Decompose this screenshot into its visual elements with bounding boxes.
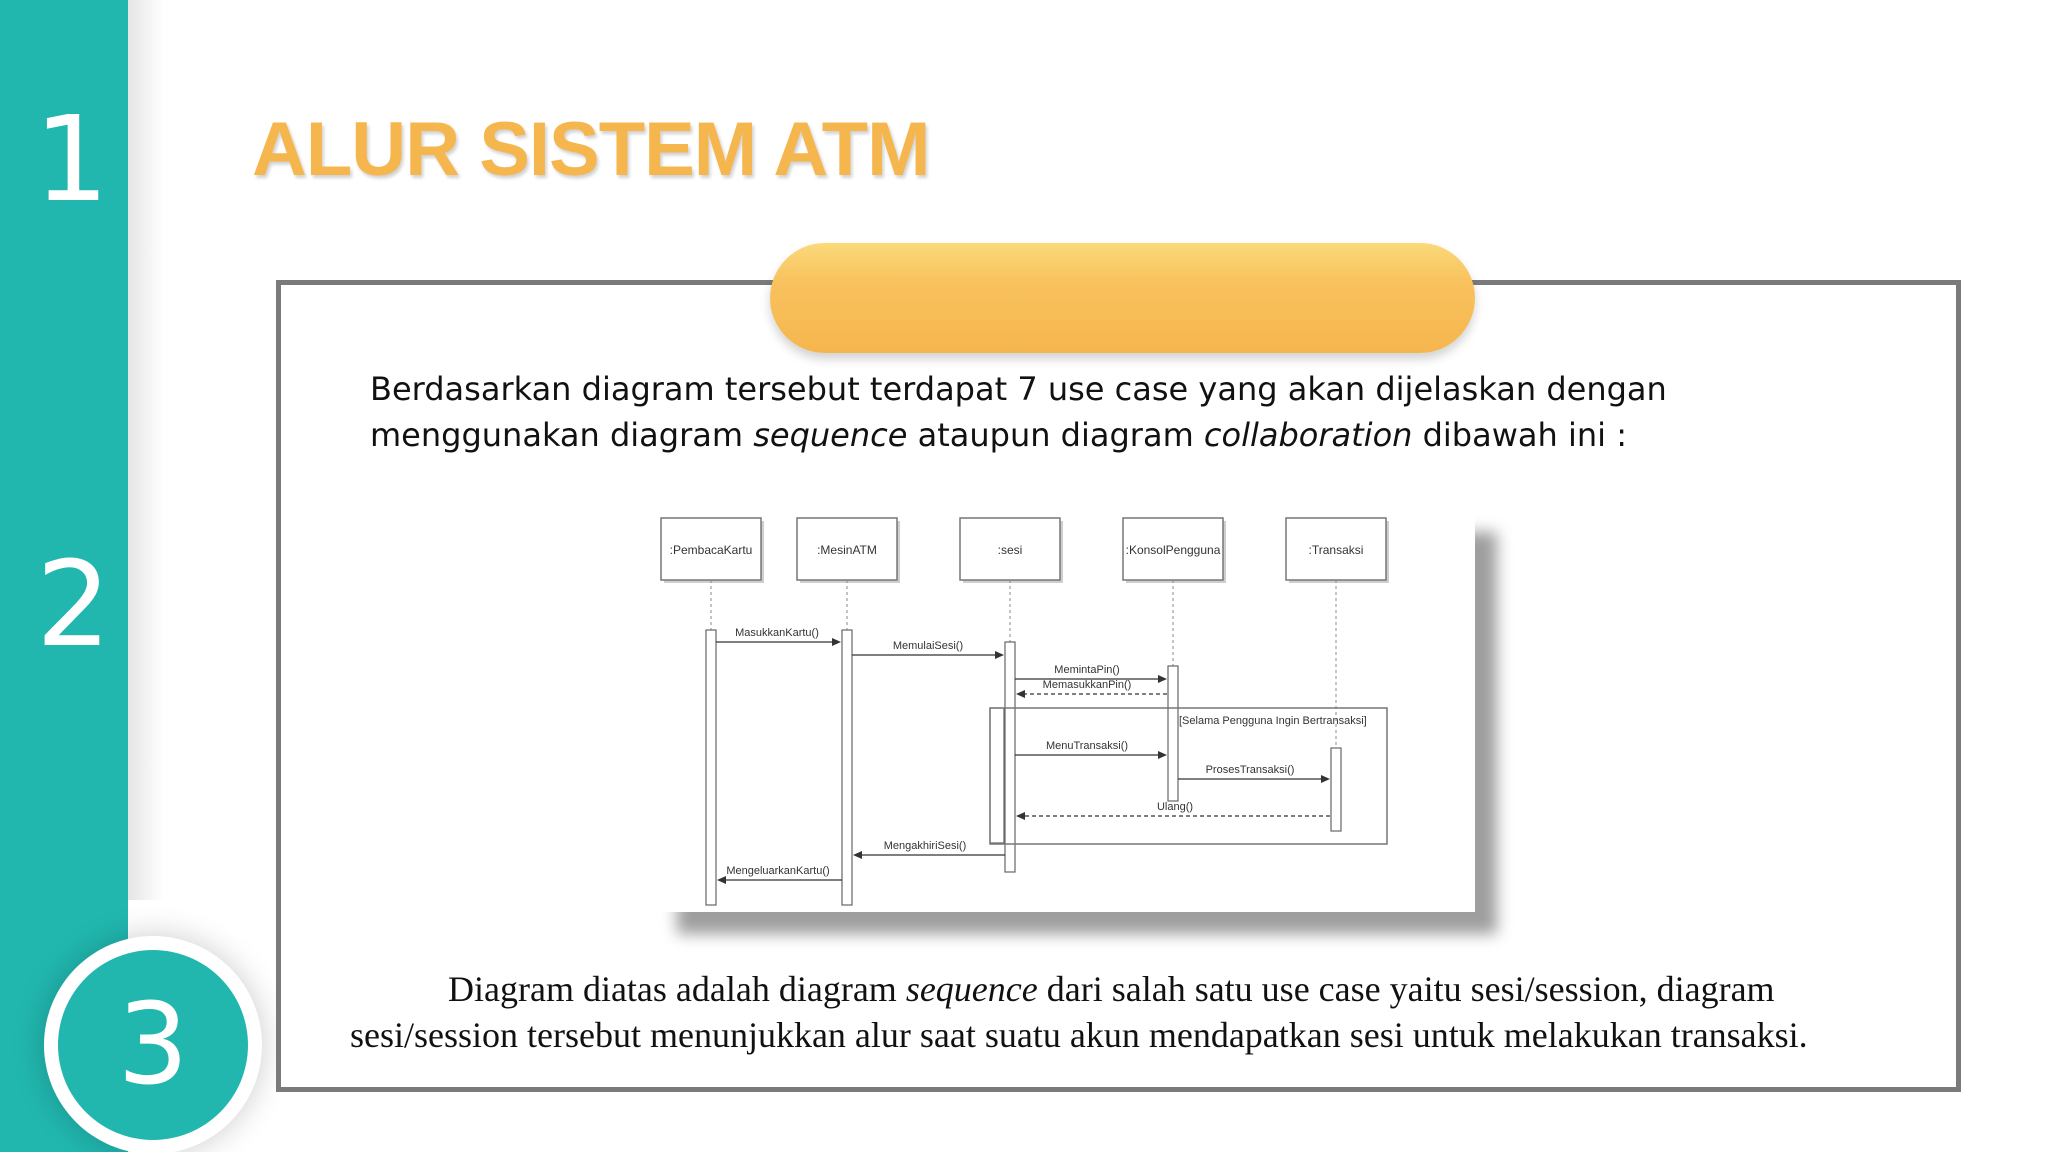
loop-fragment: [Selama Pengguna Ingin Bertransaksi] <box>989 707 1388 845</box>
message-mengeluarkankartu: MengeluarkanKartu() <box>717 865 842 884</box>
message-label: MengeluarkanKartu() <box>726 865 829 877</box>
message-memasukkanpin: MemasukkanPin() <box>1016 679 1167 698</box>
sequence-diagram: :PembacaKartu :MesinATM :sesi :KonsolPen… <box>660 517 1389 906</box>
intro-text-3: dibawah ini : <box>1412 416 1627 454</box>
nav-item-1[interactable]: 1 <box>34 90 110 228</box>
message-memintapin: MemintaPin() <box>1015 664 1167 683</box>
caption-text-2: dari salah satu use case yaitu sesi/sess… <box>350 969 1808 1055</box>
nav-item-2[interactable]: 2 <box>36 535 112 673</box>
message-label: MenuTransaksi() <box>1046 740 1128 752</box>
intro-emphasis-collaboration: collaboration <box>1203 416 1413 454</box>
title-pill-decoration <box>770 243 1475 353</box>
nav-item-3-label: 3 <box>117 980 189 1110</box>
message-label: ProsesTransaksi() <box>1206 764 1295 776</box>
intro-paragraph: Berdasarkan diagram tersebut terdapat 7 … <box>370 366 1900 458</box>
lifeline-konsolpengguna: :KonsolPengguna <box>1122 517 1226 666</box>
caption-text-1: Diagram diatas adalah diagram <box>448 969 906 1009</box>
activation-transaksi <box>1330 747 1342 832</box>
activation-pembacakartu <box>705 629 717 906</box>
message-label: MemasukkanPin() <box>1043 679 1132 691</box>
lifeline-pembacakartu: :PembacaKartu <box>660 517 764 630</box>
lifeline-mesinatm: :MesinATM <box>796 517 900 630</box>
message-label: Ulang() <box>1157 801 1193 813</box>
message-label: MemintaPin() <box>1054 664 1119 676</box>
lifeline-transaksi: :Transaksi <box>1285 517 1389 748</box>
message-label: MasukkanKartu() <box>735 627 819 639</box>
message-ulang: Ulang() <box>1016 801 1330 820</box>
lifeline-label: :sesi <box>998 543 1023 557</box>
intro-text-2: ataupun diagram <box>907 416 1204 454</box>
message-prosestransaksi: ProsesTransaksi() <box>1178 764 1330 783</box>
sequence-diagram-image: :PembacaKartu :MesinATM :sesi :KonsolPen… <box>655 510 1475 912</box>
lifeline-label: :KonsolPengguna <box>1126 543 1221 557</box>
message-label: MemulaiSesi() <box>893 640 963 652</box>
caption-emphasis-sequence: sequence <box>905 969 1038 1009</box>
message-memulaisesi: MemulaiSesi() <box>852 640 1004 659</box>
page-title: ALUR SISTEM ATM <box>252 107 930 192</box>
lifeline-label: :PembacaKartu <box>670 543 753 557</box>
sidebar-shadow <box>128 0 164 900</box>
lifeline-label: :Transaksi <box>1309 543 1364 557</box>
message-masukkankartu: MasukkanKartu() <box>716 627 841 646</box>
activation-mesinatm <box>841 629 853 906</box>
activation-sesi <box>1004 641 1016 873</box>
lifeline-sesi: :sesi <box>959 517 1063 642</box>
nav-item-3-active[interactable]: 3 <box>58 950 248 1140</box>
intro-emphasis-sequence: sequence <box>753 416 908 454</box>
lifeline-label: :MesinATM <box>817 543 877 557</box>
message-menutransaksi: MenuTransaksi() <box>1015 740 1167 759</box>
intro-text-1: Berdasarkan diagram tersebut terdapat 7 … <box>370 370 1667 454</box>
message-label: MengakhiriSesi() <box>884 840 967 852</box>
message-mengakhirisesi: MengakhiriSesi() <box>853 840 1005 859</box>
loop-guard-label: [Selama Pengguna Ingin Bertransaksi] <box>1179 715 1367 727</box>
activation-sesi-loop <box>989 707 1005 844</box>
caption-paragraph: Diagram diatas adalah diagram sequence d… <box>350 966 1950 1058</box>
activation-konsolpengguna <box>1167 665 1179 802</box>
sidebar <box>0 0 128 1152</box>
